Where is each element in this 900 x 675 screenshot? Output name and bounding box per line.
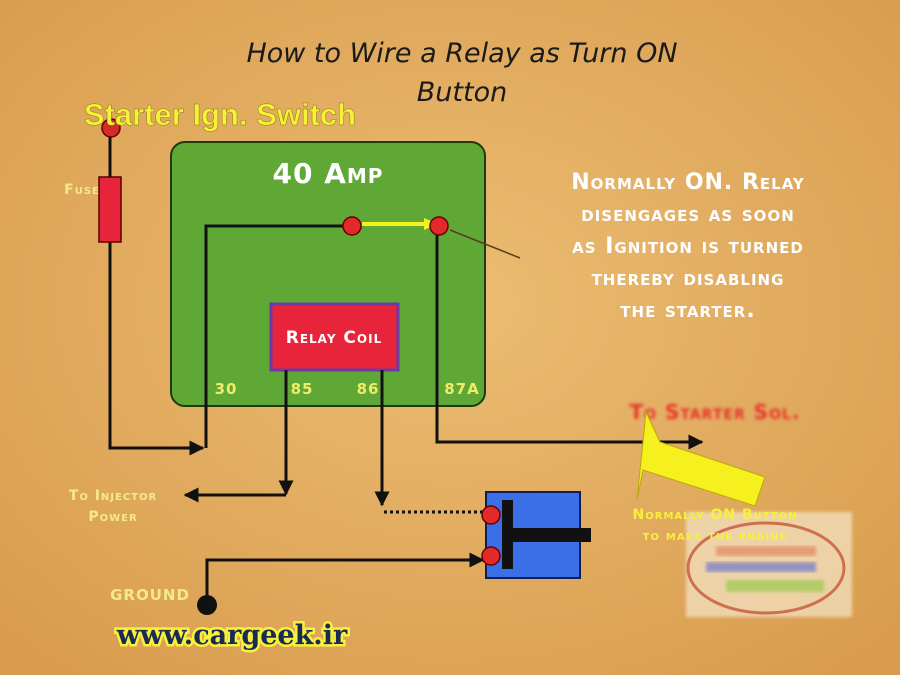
button-terminal-bottom — [481, 546, 501, 566]
fuse — [98, 176, 122, 243]
button-terminal-top — [481, 505, 501, 525]
pin-30-label: 30 — [215, 380, 238, 398]
wire-30-contact — [204, 224, 352, 448]
ground-label: GROUND — [110, 586, 190, 604]
wire-87a-to-starter — [435, 226, 704, 450]
button-plunger-bar — [502, 500, 513, 569]
terminal-30 — [342, 216, 362, 236]
note-line-5: the starter. — [620, 298, 755, 323]
wire-ground-to-button — [205, 552, 485, 604]
button-note-line-2: to make the engine — [643, 528, 788, 544]
title-line-1: How to Wire a Relay as Turn ON — [246, 38, 677, 69]
website-watermark: www.cargeek.ir — [116, 620, 348, 651]
button-plunger-stem — [512, 528, 591, 542]
switch-label: Starter Ign. Switch — [84, 97, 356, 132]
title-line-2: Button — [417, 77, 507, 108]
fuse-label: Fuse — [64, 182, 100, 198]
pin-87a-label: 87A — [444, 380, 479, 398]
note-line-4: thereby disabling — [592, 266, 785, 291]
yellow-pointer-arrow — [636, 410, 766, 507]
button-note-line-1: Normally ON Button — [633, 507, 798, 523]
relay-box — [170, 141, 486, 407]
relay-coil — [269, 302, 400, 372]
pin-86-label: 86 — [357, 380, 380, 398]
note-line-2: disengages as soon — [581, 202, 795, 227]
watermark-logo-icon — [686, 521, 846, 615]
relay-coil-label: Relay Coil — [286, 328, 382, 348]
watermark-logo-text-3 — [726, 580, 824, 592]
ground-terminal — [197, 595, 217, 615]
watermark-logo-text-2 — [706, 562, 816, 572]
injector-label-2: Power — [88, 509, 137, 525]
injector-label-1: To Injector — [69, 488, 157, 504]
pin-85-label: 85 — [291, 380, 314, 398]
terminal-87a — [429, 216, 449, 236]
relay-rating: 40 Amp — [273, 157, 384, 190]
note-line-1: Normally ON. Relay — [571, 170, 805, 195]
watermark-logo-text-1 — [716, 546, 816, 556]
switch-terminal — [101, 118, 121, 138]
starter-label: To Starter Sol. — [629, 400, 800, 424]
note-pointer-line — [449, 229, 521, 259]
note-line-3: as Ignition is turned — [572, 234, 804, 259]
